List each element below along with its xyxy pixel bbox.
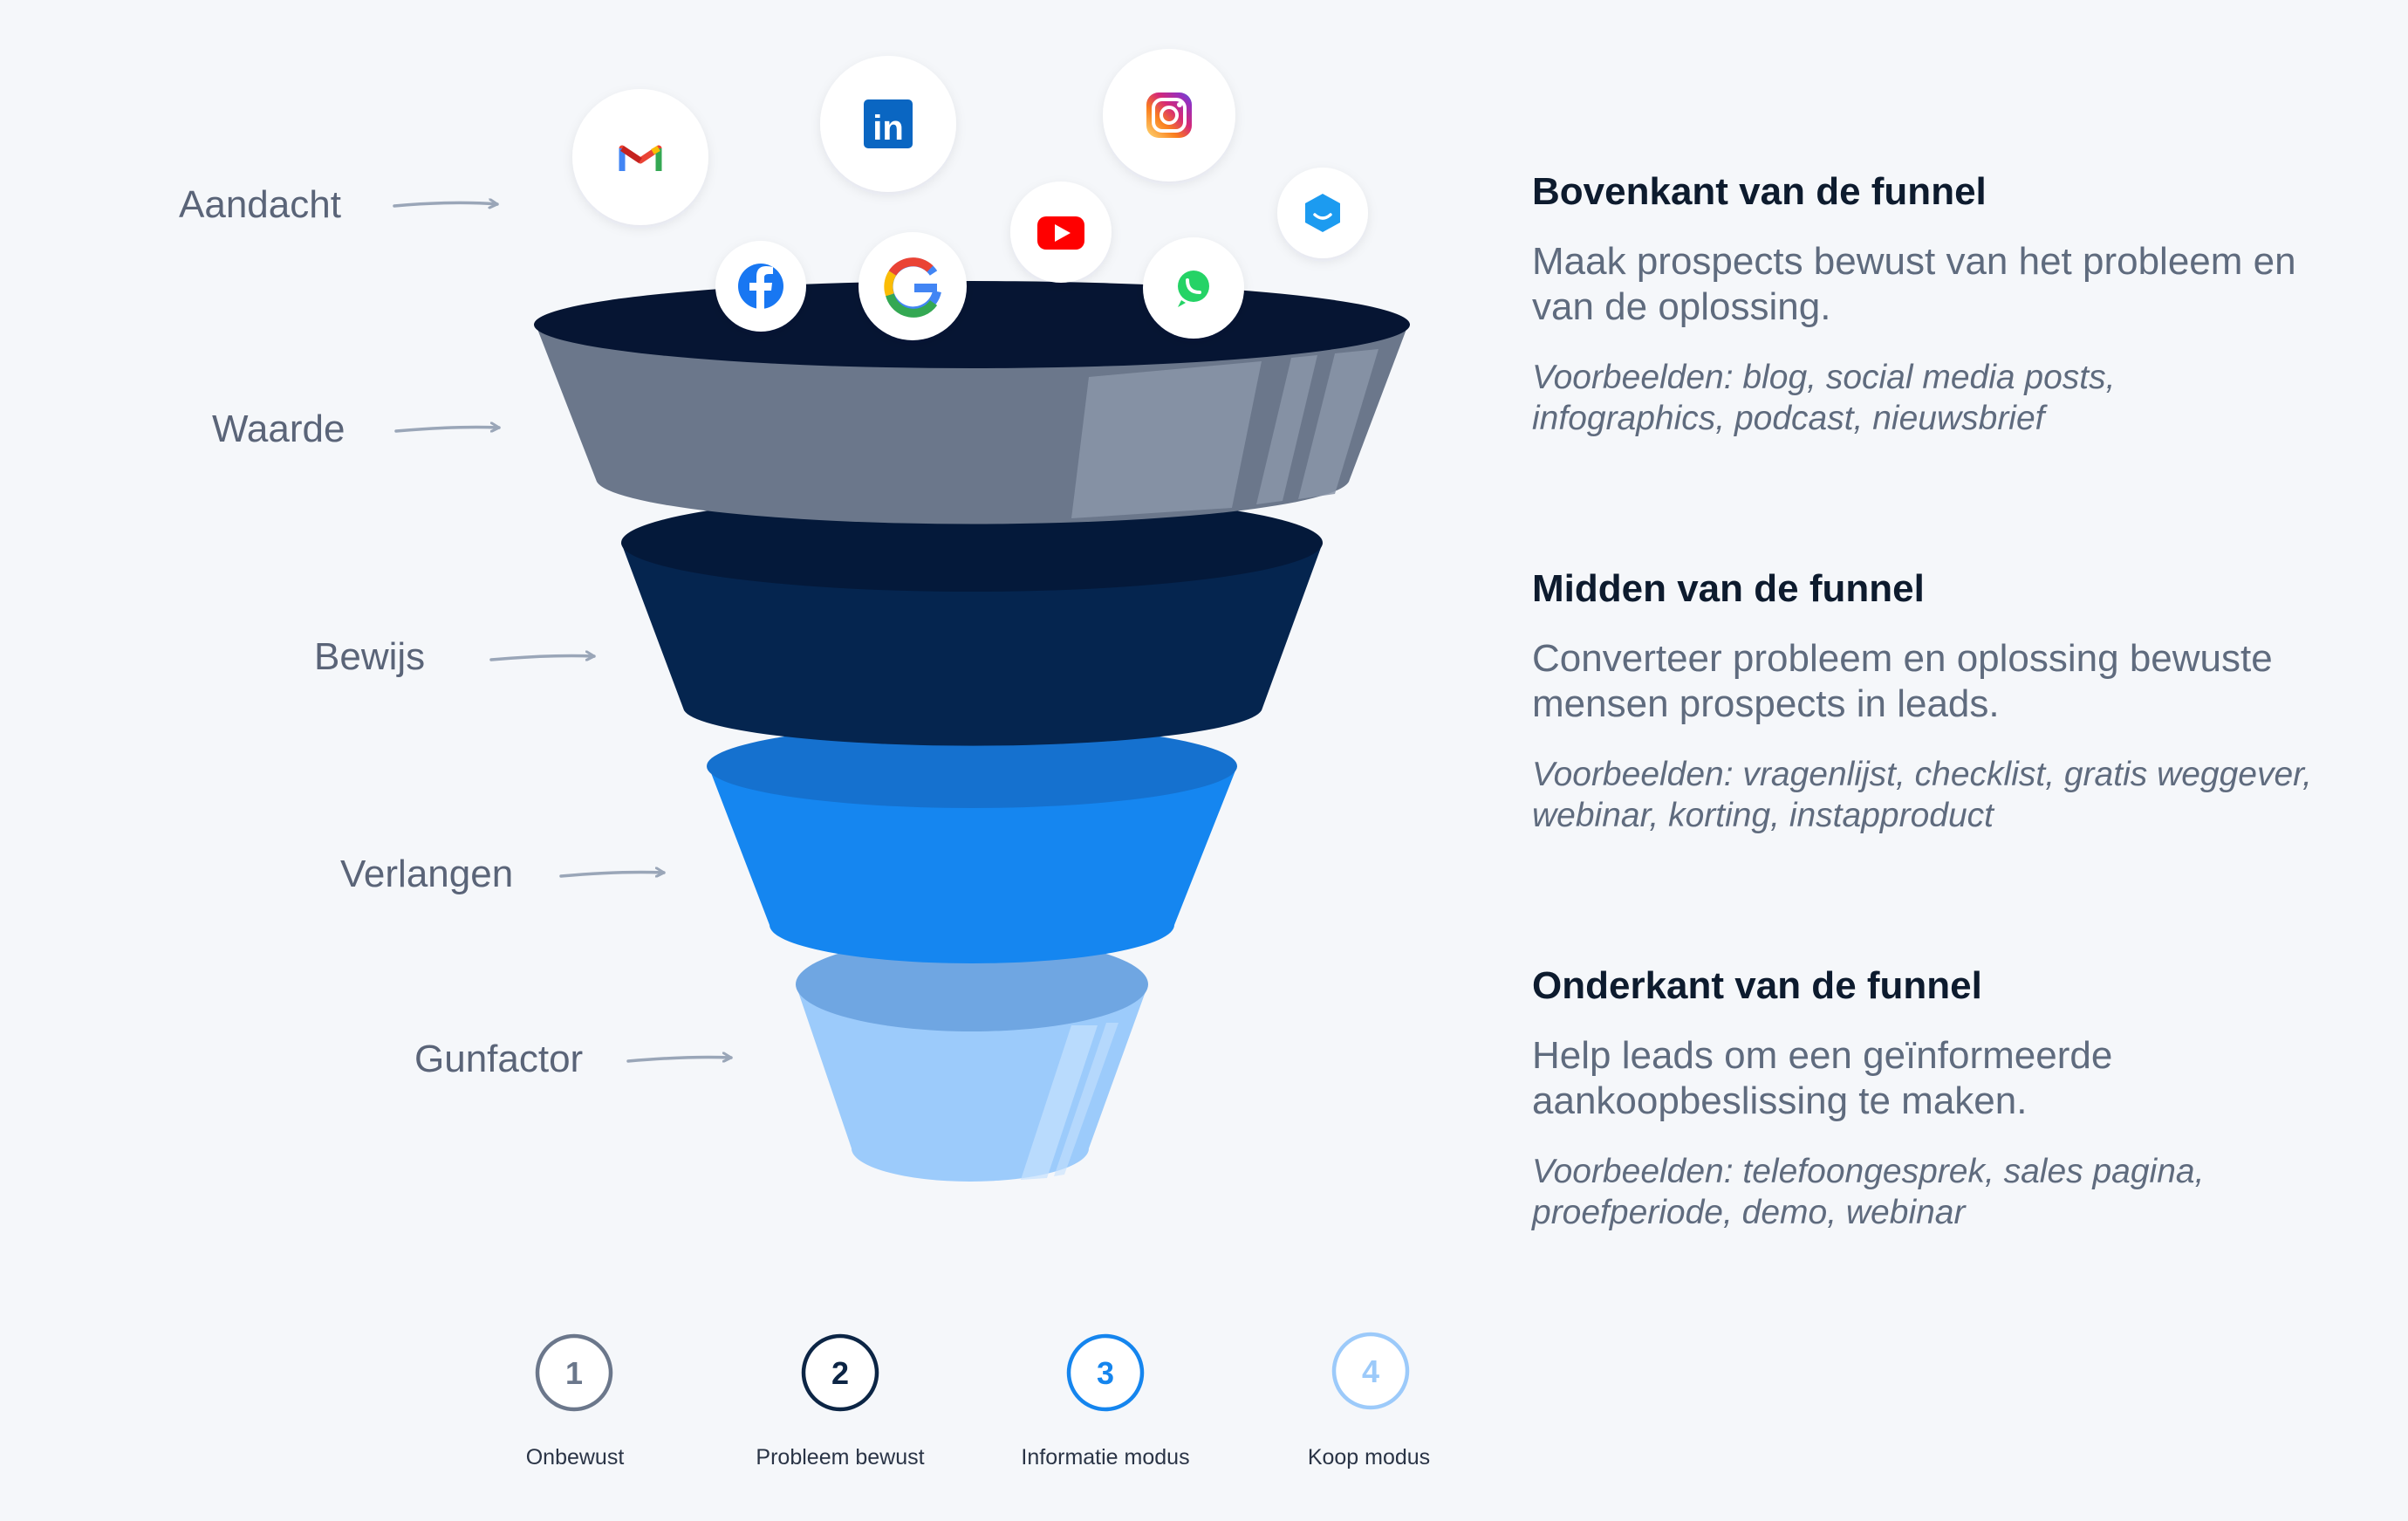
section-description: Converteer probleem en oplossing bewuste… [1532,636,2317,727]
steps-timeline: 1 2 3 4 [537,1334,1407,1409]
step-3-number: 3 [1097,1355,1114,1391]
funnel-stage-2 [621,494,1323,746]
stage-label-bewijs: Bewijs [314,638,425,676]
section-title: Bovenkant van de funnel [1532,171,2317,213]
section-bottom-of-funnel: Onderkant van de funnel Help leads om ee… [1532,965,2317,1234]
section-examples: Voorbeelden: telefoongesprek, sales pagi… [1532,1152,2317,1234]
arrow-waarde [396,428,499,432]
step-2-marker: 2 [804,1336,877,1409]
step-1-number: 1 [565,1355,583,1391]
section-top-of-funnel: Bovenkant van de funnel Maak prospects b… [1532,171,2317,440]
section-examples: Voorbeelden: blog, social media posts, i… [1532,358,2317,440]
step-4-label: Koop modus [1308,1445,1430,1470]
step-1-label: Onbewust [526,1445,625,1470]
stage-label-gunfactor: Gunfactor [414,1040,583,1079]
arrow-verlangen [561,873,664,877]
step-2-number: 2 [831,1355,849,1391]
stage-label-waarde: Waarde [212,410,345,449]
step-3-label: Informatie modus [1021,1445,1189,1470]
arrow-bewijs [491,656,594,661]
arrow-aandacht [394,202,497,206]
stage-label-aandacht: Aandacht [179,186,341,224]
arrow-gunfactor [628,1058,731,1062]
svg-text:in: in [872,109,904,147]
youtube-icon [1010,182,1112,283]
gmail-icon [572,89,708,225]
facebook-icon [715,241,806,332]
funnel-stage-3 [707,724,1237,963]
linkedin-icon: in [820,56,956,192]
funnel-stage-4 [796,937,1148,1182]
step-2-label: Probleem bewust [756,1445,924,1470]
google-icon [859,232,967,340]
section-description: Maak prospects bewust van het probleem e… [1532,239,2317,330]
instagram-icon [1103,49,1235,182]
ring-icon [1277,168,1368,258]
stage-label-verlangen: Verlangen [340,855,513,894]
step-4-marker: 4 [1334,1334,1407,1408]
section-description: Help leads om een geïnformeerde aankoopb… [1532,1033,2317,1124]
section-title: Midden van de funnel [1532,568,2317,610]
section-middle-of-funnel: Midden van de funnel Converteer probleem… [1532,568,2317,837]
section-title: Onderkant van de funnel [1532,965,2317,1007]
step-4-number: 4 [1362,1353,1379,1389]
step-1-marker: 1 [537,1336,611,1409]
funnel-stage-1 [534,281,1410,524]
step-3-marker: 3 [1069,1336,1142,1409]
whatsapp-icon [1143,237,1244,339]
section-examples: Voorbeelden: vragenlijst, checklist, gra… [1532,755,2317,837]
